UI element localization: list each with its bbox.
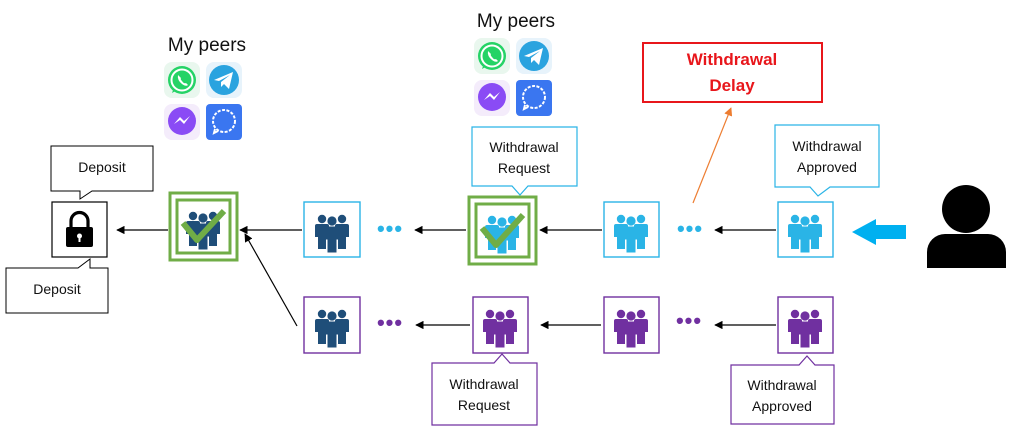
node-navy-top bbox=[303, 201, 361, 258]
input-arrow-icon bbox=[852, 219, 906, 245]
svg-text:Approved: Approved bbox=[797, 159, 857, 175]
arrow-diagonal bbox=[244, 233, 298, 327]
svg-text:Deposit: Deposit bbox=[33, 281, 81, 297]
people-group-icon bbox=[614, 309, 648, 348]
center-messenger-icons bbox=[473, 37, 553, 117]
withdrawal-approved-top-callout: Withdrawal Approved bbox=[774, 124, 880, 197]
svg-text:Withdrawal: Withdrawal bbox=[792, 138, 861, 154]
node-navy-bottom bbox=[303, 296, 361, 354]
center-peers-title: My peers bbox=[477, 11, 555, 32]
lock-icon bbox=[66, 210, 93, 247]
withdrawal-request-top-callout: Withdrawal Request bbox=[471, 126, 578, 196]
left-messenger-icons bbox=[163, 61, 243, 141]
withdrawal-approved-bottom-callout: Withdrawal Approved bbox=[730, 355, 835, 425]
node-purple-request bbox=[472, 296, 529, 354]
checkmark-icon bbox=[479, 212, 526, 248]
ellipsis-bottom-2: ••• bbox=[676, 308, 702, 333]
ellipsis-top-2: ••• bbox=[677, 216, 703, 241]
delay-arrow bbox=[692, 107, 733, 204]
deposit-top-callout: Deposit bbox=[50, 145, 154, 200]
checkmark-icon bbox=[180, 208, 227, 243]
withdrawal-request-bottom-callout: Withdrawal Request bbox=[431, 353, 538, 426]
people-group-icon bbox=[788, 214, 822, 253]
people-group-icon bbox=[483, 309, 517, 348]
left-peers-title: My peers bbox=[168, 35, 246, 56]
svg-text:Withdrawal: Withdrawal bbox=[449, 376, 518, 392]
node-cyan-approved bbox=[777, 201, 834, 258]
node-purple-approved bbox=[777, 296, 834, 354]
checkpoint-node-final bbox=[168, 191, 239, 262]
svg-text:Withdrawal: Withdrawal bbox=[489, 139, 558, 155]
svg-text:Approved: Approved bbox=[752, 398, 812, 414]
svg-text:Withdrawal: Withdrawal bbox=[687, 50, 778, 69]
svg-text:Delay: Delay bbox=[709, 76, 755, 95]
people-group-icon bbox=[788, 309, 822, 348]
people-group-icon bbox=[315, 309, 349, 348]
people-group-icon bbox=[315, 214, 349, 253]
lock-node bbox=[51, 201, 108, 258]
svg-text:Deposit: Deposit bbox=[78, 159, 126, 175]
node-purple-mid bbox=[603, 296, 660, 354]
user-icon bbox=[927, 185, 1006, 268]
svg-text:Withdrawal: Withdrawal bbox=[747, 377, 816, 393]
ellipsis-top-1: ••• bbox=[377, 216, 403, 241]
ellipsis-bottom-1: ••• bbox=[377, 310, 403, 335]
people-group-icon bbox=[614, 214, 648, 253]
node-cyan-mid bbox=[603, 201, 660, 258]
withdrawal-delay-box: Withdrawal Delay bbox=[642, 42, 823, 103]
svg-text:Request: Request bbox=[498, 160, 550, 176]
checkpoint-node-request bbox=[467, 195, 538, 266]
deposit-bottom-callout: Deposit bbox=[5, 258, 109, 314]
svg-text:Request: Request bbox=[458, 397, 510, 413]
